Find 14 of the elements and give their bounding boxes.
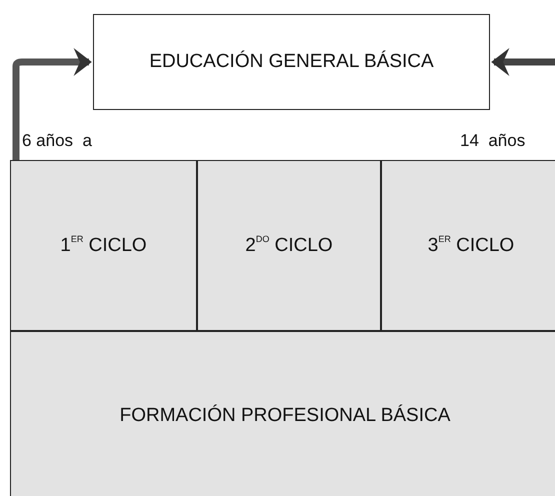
box-label: 2$^{DO}$ CICLO <box>245 234 333 257</box>
arrow <box>12 48 92 160</box>
training-box <box>10 331 555 496</box>
box-label: EDUCACIÓN GENERAL BÁSICA <box>149 51 434 73</box>
arrow <box>491 48 555 76</box>
age-label: 6 años a <box>22 131 92 151</box>
title-box <box>93 14 490 110</box>
cycle-box <box>197 160 381 331</box>
cycle-box <box>10 160 197 331</box>
box-label: 1$^{ER}$ CICLO <box>60 234 147 257</box>
box-label: 3$^{ER}$ CICLO <box>428 234 514 257</box>
age-label: 14 años <box>460 131 526 151</box>
box-label: FORMACIÓN PROFESIONAL BÁSICA <box>120 405 450 427</box>
cycle-box <box>381 160 555 331</box>
